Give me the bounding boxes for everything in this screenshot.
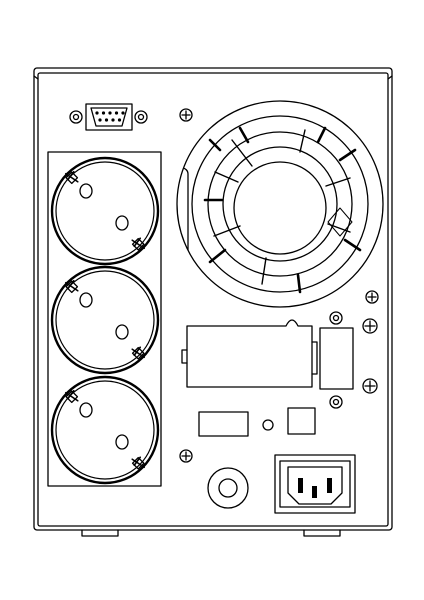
screw-fan-top <box>179 108 193 122</box>
screw-right-lower <box>362 378 378 394</box>
screw-fan-bottom <box>365 290 379 304</box>
switch-left[interactable] <box>198 411 249 437</box>
power-inlet[interactable] <box>274 454 356 514</box>
outlet-2[interactable] <box>50 265 160 375</box>
expansion-port[interactable] <box>319 311 354 409</box>
screw-bottom-left <box>179 449 193 463</box>
fan-grille <box>176 100 384 308</box>
outlet-1[interactable] <box>50 156 160 266</box>
chassis-outline <box>33 67 393 531</box>
switch-right[interactable] <box>287 407 316 435</box>
fuse-holder[interactable] <box>207 467 249 509</box>
serial-port[interactable] <box>69 103 148 131</box>
outlet-3[interactable] <box>50 375 160 485</box>
indicator-hole <box>262 419 274 431</box>
outlet-panel <box>47 151 162 487</box>
battery-cover <box>181 319 318 388</box>
screw-right-upper <box>362 318 378 334</box>
chassis-feet <box>81 529 341 537</box>
